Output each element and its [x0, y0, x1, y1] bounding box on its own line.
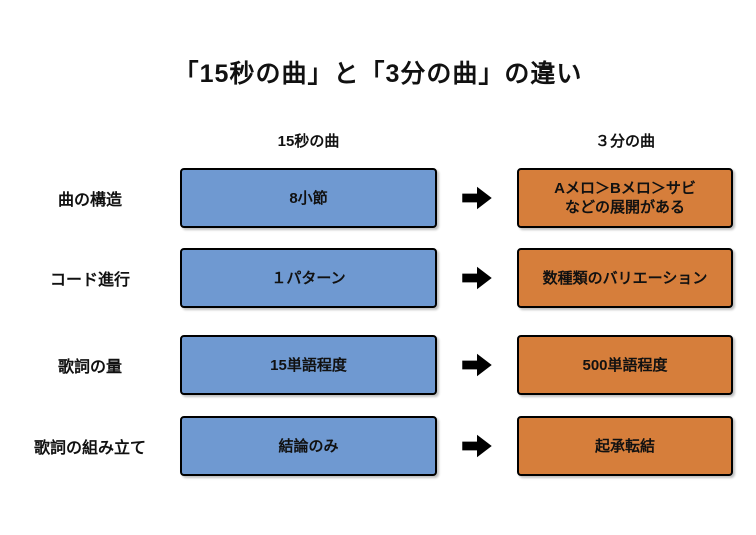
left-box: 8小節 [180, 168, 437, 228]
left-box-text: 8小節 [289, 189, 328, 207]
right-box: 数種類のバリエーション [517, 248, 733, 308]
right-box-text-line1: Aメロ＞Bメロ＞サビ [554, 180, 696, 197]
comparison-row-structure: 曲の構造 8小節 Aメロ＞Bメロ＞サビ などの展開がある [0, 168, 756, 228]
right-box: 起承転結 [517, 416, 733, 476]
right-box-text-line1: 500単語程度 [582, 356, 668, 374]
comparison-row-chords: コード進行 １パターン 数種類のバリエーション [0, 248, 756, 308]
right-arrow-icon [437, 248, 517, 308]
left-box-text: １パターン [271, 269, 346, 287]
left-box: １パターン [180, 248, 437, 308]
row-label: 歌詞の量 [57, 359, 122, 376]
right-arrow-icon [437, 168, 517, 228]
right-arrow-icon [437, 335, 517, 395]
right-arrow-icon [437, 416, 517, 476]
left-box: 結論のみ [180, 416, 437, 476]
comparison-row-lyrics-amount: 歌詞の量 15単語程度 500単語程度 [0, 335, 756, 395]
right-box-text-line1: 数種類のバリエーション [542, 269, 708, 287]
left-box-text: 結論のみ [278, 437, 339, 455]
left-box-text: 15単語程度 [270, 356, 347, 374]
row-label: 歌詞の組み立て [33, 440, 146, 457]
right-box-text-line1: 起承転結 [594, 437, 655, 455]
right-box: 500単語程度 [517, 335, 733, 395]
row-label: 曲の構造 [57, 192, 122, 209]
page-title: 「15秒の曲」と「3分の曲」の違い [173, 60, 583, 88]
column-header-3min: ３分の曲 [594, 133, 655, 150]
left-box: 15単語程度 [180, 335, 437, 395]
comparison-row-lyrics-structure: 歌詞の組み立て 結論のみ 起承転結 [0, 416, 756, 476]
row-label: コード進行 [49, 272, 130, 289]
column-header-15sec: 15秒の曲 [277, 133, 340, 150]
right-box: Aメロ＞Bメロ＞サビ などの展開がある [517, 168, 733, 228]
right-box-text-line2: などの展開がある [564, 199, 685, 216]
